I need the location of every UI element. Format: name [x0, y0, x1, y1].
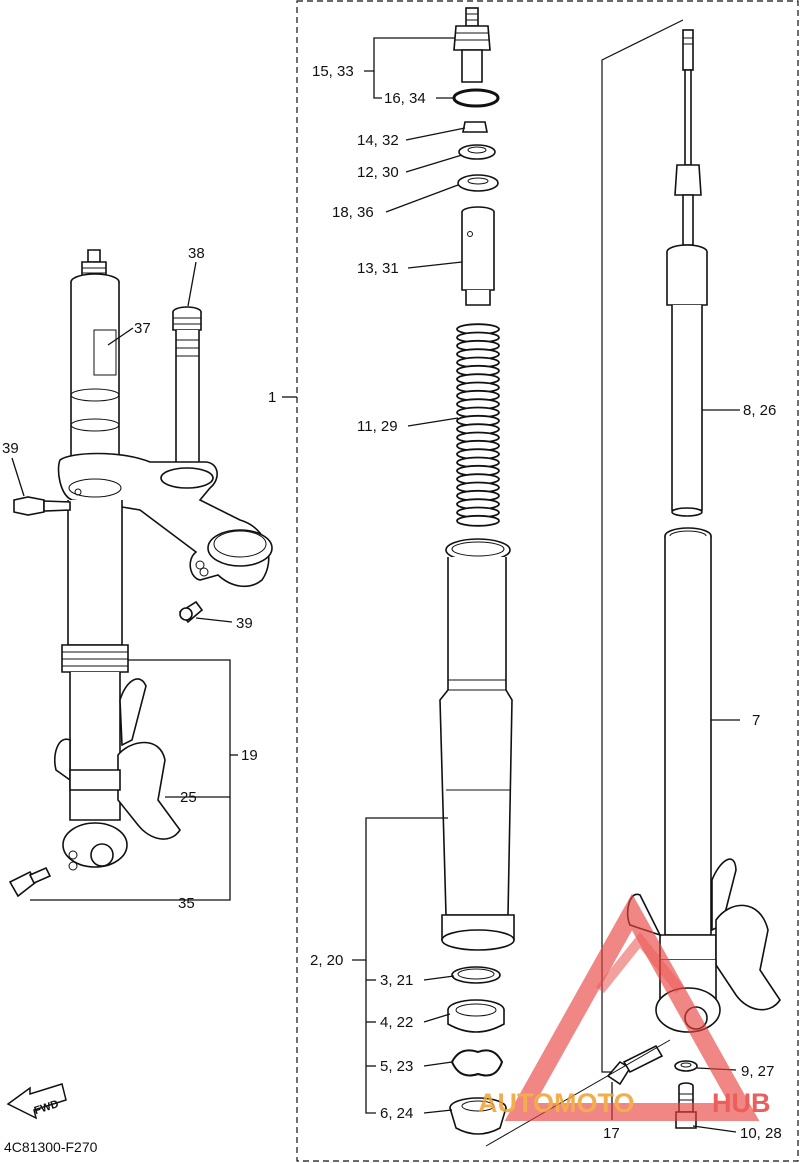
callout-10-28: 10, 28	[740, 1125, 782, 1142]
callout-17: 17	[603, 1125, 620, 1142]
fork-assembly-drawing	[8, 249, 273, 898]
callout-16-34: 16, 34	[384, 90, 426, 107]
fork-internal-parts-drawing	[439, 7, 515, 1135]
callout-12-30: 12, 30	[357, 164, 399, 181]
callout-39-top: 39	[2, 440, 19, 457]
forward-direction-arrow: FWD	[6, 1083, 67, 1120]
assembly-relationship-line	[601, 19, 684, 1073]
callout-15-33: 15, 33	[312, 63, 354, 80]
callout-8-26: 8, 26	[743, 402, 776, 419]
callout-6-24: 6, 24	[380, 1105, 413, 1122]
leader-lines	[11, 19, 740, 1147]
callout-14-32: 14, 32	[357, 132, 399, 149]
callout-1: 1	[268, 389, 276, 406]
callout-18-36: 18, 36	[332, 204, 374, 221]
callout-19: 19	[241, 747, 258, 764]
part-callout-labels: 1 15, 33 16, 34 14, 32 12, 30 18, 36 13,…	[2, 63, 782, 1142]
callout-7: 7	[752, 712, 760, 729]
callout-4-22: 4, 22	[380, 1014, 413, 1031]
damper-and-inner-tube-drawing	[606, 29, 781, 1129]
callout-5-23: 5, 23	[380, 1058, 413, 1075]
callout-35: 35	[178, 895, 195, 912]
watermark-text-part2: HUB	[712, 1088, 771, 1118]
exploded-view-frame	[296, 0, 799, 1162]
spring-coil	[456, 514, 500, 527]
callout-25: 25	[180, 789, 197, 806]
callout-9-27: 9, 27	[741, 1063, 774, 1080]
callout-39-bottom: 39	[236, 615, 253, 632]
callout-11-29: 11, 29	[357, 418, 398, 435]
callout-37: 37	[134, 320, 151, 337]
watermark-text-part1: AUTOMOTO	[478, 1088, 635, 1118]
callout-2-20: 2, 20	[310, 952, 343, 969]
automotohub-watermark: AUTOMOTO HUB	[478, 893, 771, 1121]
drawing-code: 4C81300-F270	[4, 1139, 98, 1155]
callout-3-21: 3, 21	[380, 972, 413, 989]
callout-38: 38	[188, 245, 205, 262]
callout-13-31: 13, 31	[357, 260, 399, 277]
fork-spring-drawing	[456, 323, 500, 527]
